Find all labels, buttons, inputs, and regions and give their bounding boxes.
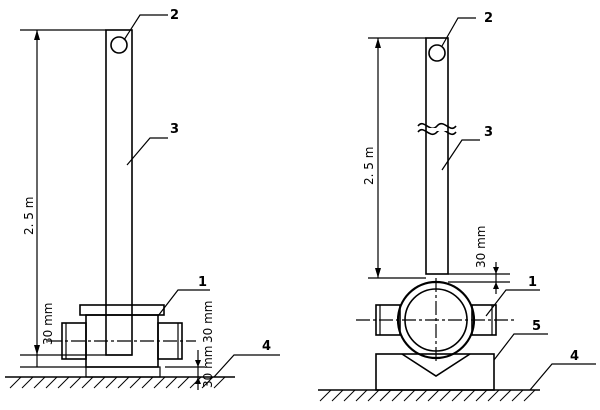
- left-column: [105, 29, 133, 356]
- left-gap-label: 30 mm: [41, 303, 55, 345]
- right-gap-label: 30 mm: [474, 226, 488, 268]
- right-callout-5-leader: [493, 333, 548, 361]
- left-callout-1: 1: [198, 275, 207, 290]
- left-callout-4-leader: [213, 354, 280, 378]
- left-ring: [110, 36, 128, 54]
- right-column-break-bottom: [417, 128, 457, 136]
- left-height-arrow-top: [34, 30, 40, 40]
- right-callout-5: 5: [532, 319, 541, 334]
- right-column: [425, 37, 449, 275]
- right-v-block: [375, 353, 495, 391]
- left-bottom-gap-label: 30 mm: [201, 346, 215, 388]
- left-callout-3: 3: [170, 122, 179, 137]
- left-gap-right-label: 30 mm: [201, 301, 215, 343]
- right-callout-4: 4: [570, 349, 579, 364]
- left-callout-3-leader: [126, 137, 168, 166]
- left-callout-1-leader: [157, 289, 210, 317]
- right-ground-hatch: [319, 389, 536, 402]
- left-support-block: [85, 366, 161, 378]
- left-callout-4: 4: [262, 339, 271, 354]
- right-callout-1: 1: [528, 275, 537, 290]
- left-figure: 2. 5 m 30 mm 30 mm 30 mm 2 3 1 4: [5, 8, 280, 390]
- right-column-break-top: [417, 122, 457, 130]
- left-callout-2: 2: [170, 8, 179, 23]
- right-callout-2: 2: [484, 11, 493, 26]
- right-callout-1-leader: [485, 289, 540, 317]
- left-height-arrow-bottom: [34, 345, 40, 355]
- right-ring: [428, 44, 446, 62]
- left-ground-hatch: [9, 376, 226, 389]
- right-figure: 2. 5 m 30 mm 2 3 1 5 4: [318, 11, 596, 402]
- right-right-nozzle: [471, 304, 497, 336]
- left-height-label: 2. 5 m: [22, 197, 36, 235]
- right-height-label: 2. 5 m: [362, 147, 376, 185]
- right-v-groove: [401, 353, 471, 377]
- right-callout-4-leader: [529, 363, 596, 391]
- right-left-nozzle: [375, 304, 401, 336]
- left-fitting-top-plate: [79, 304, 165, 316]
- right-callout-2-leader: [441, 17, 476, 47]
- right-callout-3: 3: [484, 125, 493, 140]
- right-callout-3-leader: [441, 139, 480, 171]
- left-callout-2-leader: [123, 14, 168, 41]
